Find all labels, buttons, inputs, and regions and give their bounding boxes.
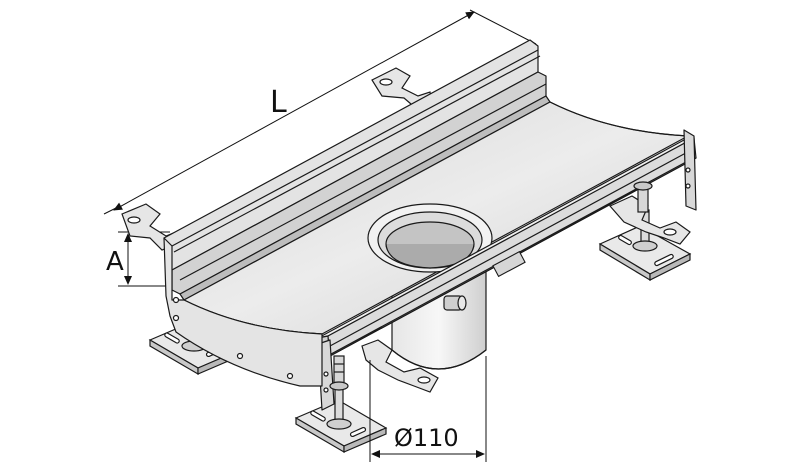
back-right-nut (632, 240, 658, 252)
channel-back-profile (163, 39, 551, 301)
diameter-dimension (369, 356, 487, 462)
pipe-side-knob (443, 295, 467, 311)
height-label: A (106, 247, 124, 277)
channel-left-panel (163, 237, 323, 387)
right-front-bracket (609, 181, 691, 245)
back-right-foot (598, 209, 692, 282)
length-dimension (103, 9, 537, 215)
front-leg-adjuster (329, 355, 349, 391)
back-right-bracket (371, 67, 433, 111)
back-left-bracket (121, 203, 177, 251)
extension-line-left (103, 207, 117, 215)
drain-clip (492, 250, 526, 278)
length-arrow-line (113, 11, 475, 211)
length-label: L (270, 85, 287, 120)
diameter-label: Ø110 (394, 424, 459, 452)
front-right-nut (326, 418, 352, 430)
extension-line-right (469, 9, 537, 45)
drain-opening (367, 203, 493, 273)
front-right-foot (294, 379, 388, 454)
front-middle-bracket (361, 339, 439, 393)
